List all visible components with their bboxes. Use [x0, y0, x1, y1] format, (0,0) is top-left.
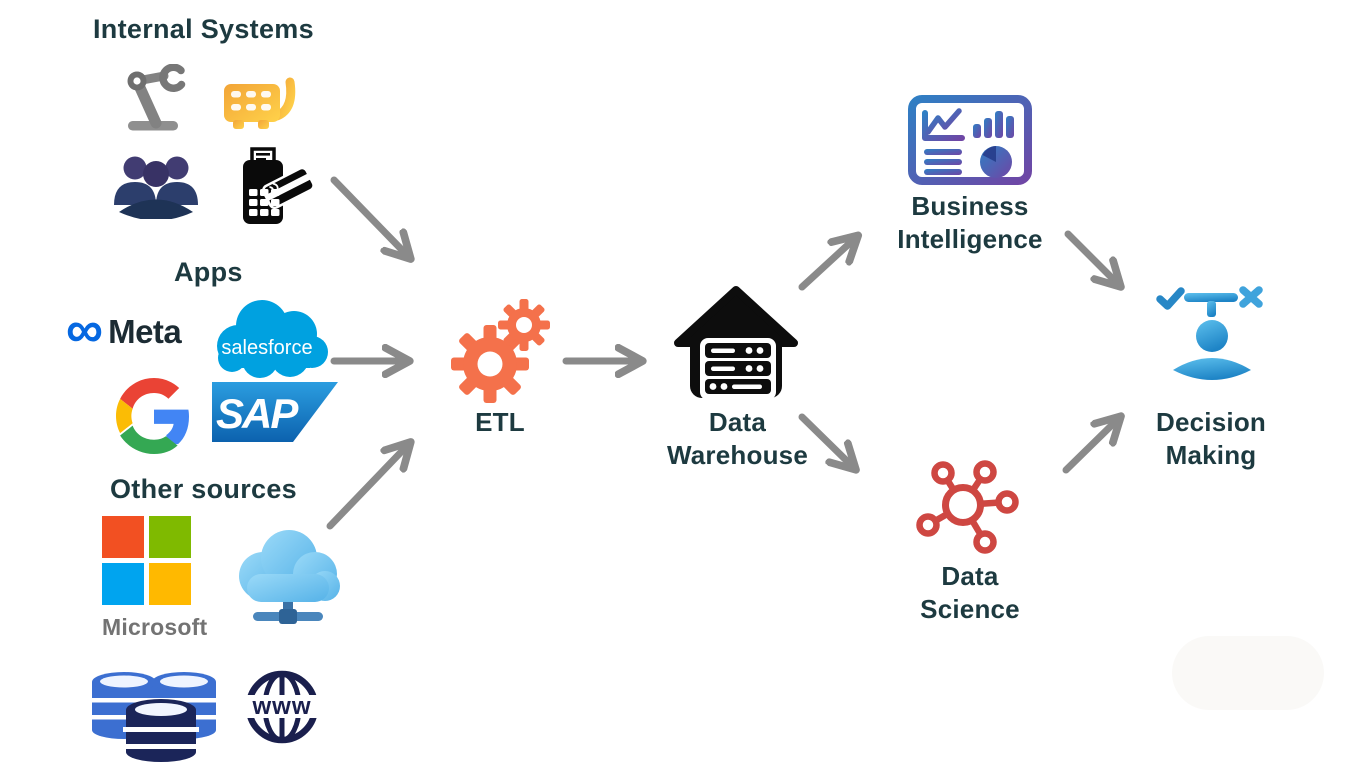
gears-icon: [450, 298, 554, 404]
team-icon: [112, 153, 200, 219]
data-science-label: Data Science: [920, 561, 1020, 624]
microsoft-squares-icon: [102, 516, 198, 605]
decision-making-label: Decision Making: [1156, 407, 1266, 470]
pos-terminal-icon: [230, 147, 314, 227]
arrow-datascience-to-decision: [1062, 423, 1114, 474]
decision-person-icon: [1155, 284, 1269, 388]
sap-logo: SAP: [212, 382, 338, 442]
business-intelligence-label: Business Intelligence: [897, 191, 1043, 254]
sap-wordmark: SAP: [216, 390, 299, 437]
meta-infinity-icon: ∞: [66, 301, 104, 359]
other-sources-heading: Other sources: [110, 474, 297, 504]
arrow-bi-to-decision: [1064, 230, 1114, 280]
etl-label: ETL: [475, 407, 525, 437]
database-icon: [90, 668, 218, 764]
shopping-cart-icon: [222, 74, 300, 132]
arrow-internal-to-etl: [330, 176, 404, 252]
robot-arm-icon: [122, 64, 188, 134]
data-warehouse-label: Data Warehouse: [667, 407, 808, 470]
apps-heading: Apps: [174, 257, 243, 287]
www-text: www: [251, 693, 311, 720]
internal-systems-heading: Internal Systems: [93, 14, 314, 44]
google-logo: [116, 378, 192, 454]
watermark-remnant: [1172, 636, 1324, 710]
check-icon: [1156, 287, 1185, 310]
bi-dashboard-icon: [907, 94, 1033, 186]
salesforce-logo: salesforce: [202, 292, 334, 384]
arrow-other-to-etl: [326, 449, 404, 530]
meta-wordmark: Meta: [108, 313, 182, 350]
microsoft-wordmark: Microsoft: [102, 614, 208, 640]
warehouse-icon: [674, 286, 798, 404]
arrow-warehouse-to-bi: [798, 242, 851, 291]
www-globe-icon: www: [241, 668, 323, 748]
cloud-network-icon: [227, 516, 345, 626]
network-graph-icon: [914, 460, 1022, 556]
microsoft-logo: Microsoft: [102, 516, 208, 641]
x-icon: [1239, 286, 1263, 308]
meta-logo: ∞ Meta: [66, 301, 182, 359]
salesforce-wordmark: salesforce: [221, 337, 312, 359]
